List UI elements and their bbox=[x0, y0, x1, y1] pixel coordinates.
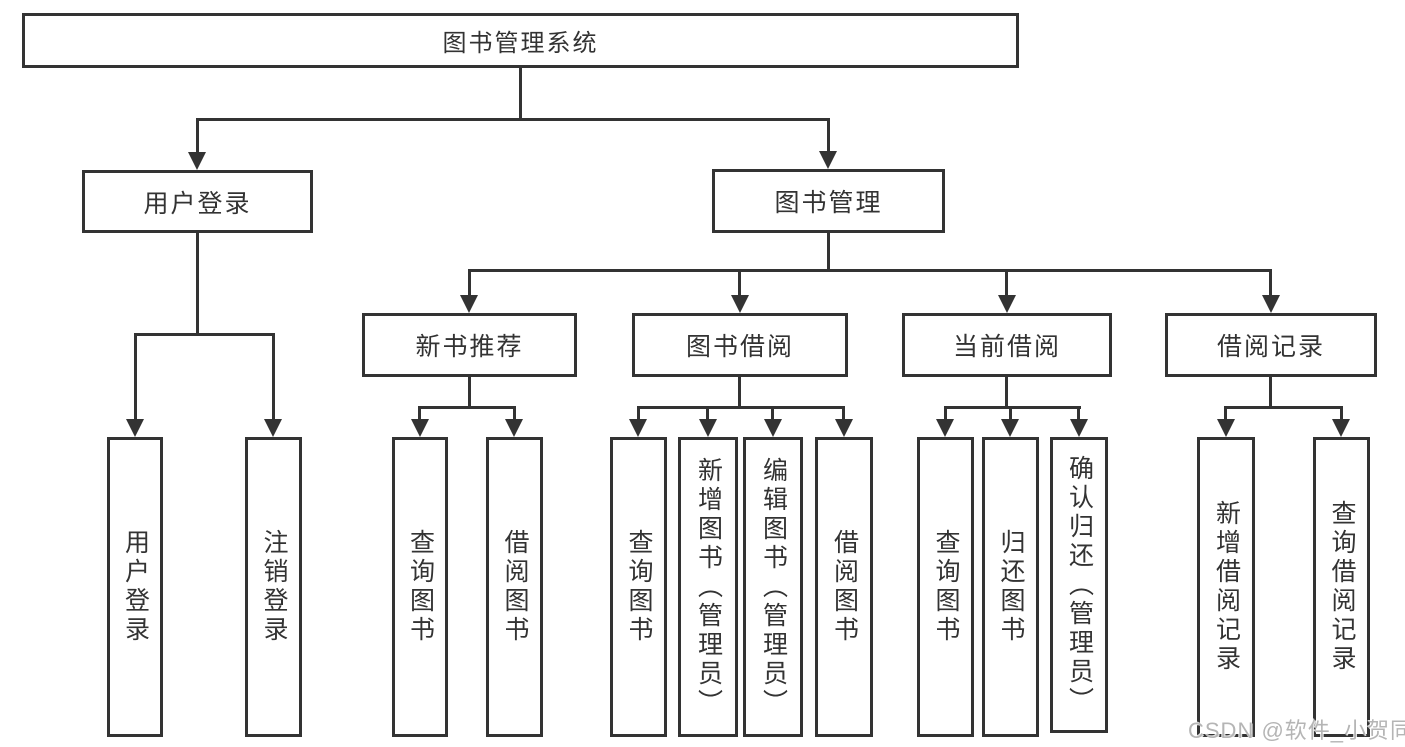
arrow-down-icon bbox=[998, 295, 1016, 313]
connector-line bbox=[418, 406, 421, 419]
arrow-down-icon bbox=[460, 295, 478, 313]
leaf-query-books-recommend: 查询图书 bbox=[392, 437, 448, 737]
leaf-user-login: 用户登录 bbox=[107, 437, 163, 737]
leaf-borrow-books-borrowing: 借阅图书 bbox=[815, 437, 873, 737]
connector-line bbox=[519, 68, 522, 120]
connector-line bbox=[637, 406, 845, 409]
leaf-query-borrow-record: 查询借阅记录 bbox=[1313, 437, 1370, 737]
connector-line bbox=[944, 406, 1081, 409]
leaf-query-books-current: 查询图书 bbox=[917, 437, 974, 737]
connector-line bbox=[771, 406, 774, 419]
connector-line bbox=[738, 375, 741, 409]
connector-line bbox=[1269, 269, 1272, 297]
arrow-down-icon bbox=[1332, 419, 1350, 437]
arrow-down-icon bbox=[699, 419, 717, 437]
csdn-watermark: CSDN @软件_小贺同学 bbox=[1188, 718, 1405, 743]
leaf-query-books-borrowing: 查询图书 bbox=[610, 437, 667, 737]
connector-line bbox=[196, 118, 830, 121]
arrow-down-icon bbox=[629, 419, 647, 437]
arrow-down-icon bbox=[936, 419, 954, 437]
connector-line bbox=[1009, 406, 1012, 419]
connector-line bbox=[134, 333, 275, 336]
connector-line bbox=[1269, 375, 1272, 409]
arrow-down-icon bbox=[505, 419, 523, 437]
connector-line bbox=[1340, 406, 1343, 419]
arrow-down-icon bbox=[126, 419, 144, 437]
connector-line bbox=[196, 118, 199, 152]
leaf-return-books: 归还图书 bbox=[982, 437, 1039, 737]
leaf-logout: 注销登录 bbox=[245, 437, 302, 737]
connector-line bbox=[1077, 406, 1080, 419]
arrow-down-icon bbox=[1262, 295, 1280, 313]
arrow-down-icon bbox=[764, 419, 782, 437]
leaf-edit-books-admin: 编辑图书（管理员） bbox=[743, 437, 803, 737]
arrow-down-icon bbox=[1001, 419, 1019, 437]
connector-line bbox=[468, 269, 1272, 272]
connector-line bbox=[1005, 269, 1008, 297]
connector-line bbox=[134, 333, 137, 419]
connector-line bbox=[468, 375, 471, 409]
connector-line bbox=[468, 269, 471, 297]
arrow-down-icon bbox=[1070, 419, 1088, 437]
connector-line bbox=[272, 333, 275, 419]
connector-line bbox=[738, 269, 741, 297]
connector-line bbox=[706, 406, 709, 419]
arrow-down-icon bbox=[835, 419, 853, 437]
connector-line bbox=[944, 406, 947, 419]
connector-line bbox=[513, 406, 516, 419]
node-book-borrowing: 图书借阅 bbox=[632, 313, 848, 377]
node-root: 图书管理系统 bbox=[22, 13, 1019, 68]
node-current-borrowing: 当前借阅 bbox=[902, 313, 1112, 377]
connector-line bbox=[196, 231, 199, 336]
node-book-management: 图书管理 bbox=[712, 169, 945, 233]
arrow-down-icon bbox=[264, 419, 282, 437]
connector-line bbox=[1005, 375, 1008, 409]
connector-line bbox=[1224, 406, 1227, 419]
leaf-add-borrow-record: 新增借阅记录 bbox=[1197, 437, 1255, 737]
node-new-book-recommendation: 新书推荐 bbox=[362, 313, 577, 377]
connector-line bbox=[827, 231, 830, 272]
arrow-down-icon bbox=[1217, 419, 1235, 437]
leaf-add-books-admin: 新增图书（管理员） bbox=[678, 437, 738, 737]
leaf-confirm-return-admin: 确认归还（管理员） bbox=[1050, 437, 1108, 733]
connector-line bbox=[637, 406, 640, 419]
arrow-down-icon bbox=[731, 295, 749, 313]
arrow-down-icon bbox=[411, 419, 429, 437]
arrow-down-icon bbox=[819, 151, 837, 169]
connector-line bbox=[1224, 406, 1343, 409]
node-borrowing-records: 借阅记录 bbox=[1165, 313, 1377, 377]
arrow-down-icon bbox=[188, 152, 206, 170]
connector-line bbox=[842, 406, 845, 419]
connector-line bbox=[827, 118, 830, 151]
connector-line bbox=[418, 406, 516, 409]
leaf-borrow-books-recommend: 借阅图书 bbox=[486, 437, 543, 737]
node-user-login: 用户登录 bbox=[82, 170, 313, 233]
